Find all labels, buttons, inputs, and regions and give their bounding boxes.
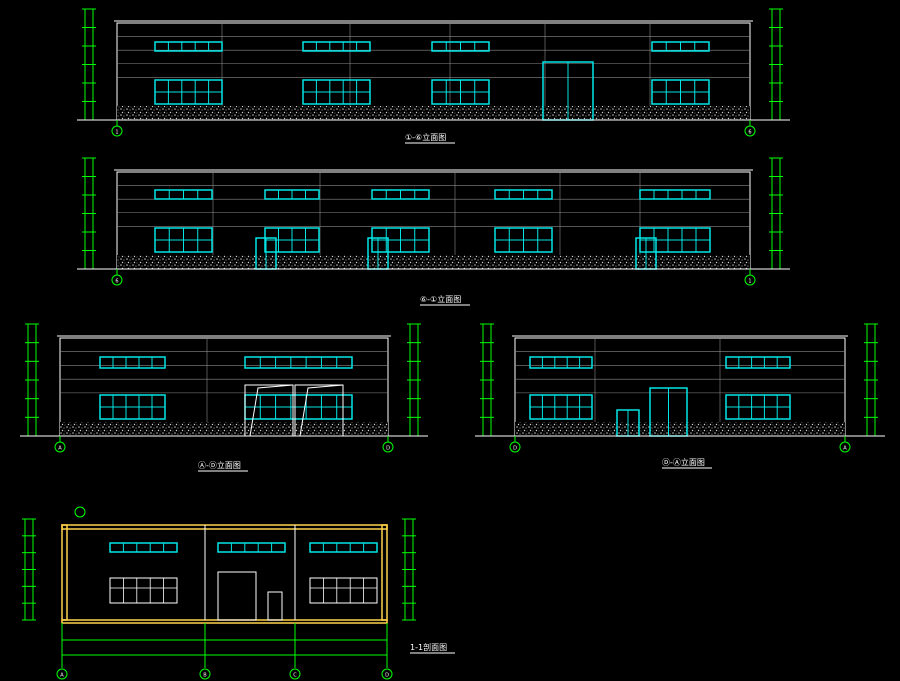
section-1-1: A B C D bbox=[22, 506, 455, 680]
section-high-window bbox=[309, 542, 378, 553]
upper-window bbox=[154, 41, 223, 52]
section-low-window bbox=[109, 577, 178, 604]
section-marker-circle bbox=[74, 506, 86, 518]
door-swing bbox=[249, 384, 294, 437]
section-door bbox=[217, 571, 257, 621]
grid-bubble-start-label: D bbox=[513, 446, 517, 452]
grid-bubble-end-circle bbox=[744, 274, 756, 286]
grid-bubble-start-label: A bbox=[58, 446, 62, 452]
section-grid-bubble-circle bbox=[289, 668, 301, 680]
grid-bubble-end-label: D bbox=[386, 446, 390, 452]
grid-bubble-start-circle bbox=[509, 441, 521, 453]
section-small-door bbox=[267, 591, 283, 621]
view-title-elevation-1-6: ①-⑥立面图 bbox=[405, 132, 446, 142]
gravel-base bbox=[117, 106, 750, 120]
section-grid-bubble-circle bbox=[381, 668, 393, 680]
big-door bbox=[294, 384, 344, 437]
grid-bubble-start-label: 6 bbox=[115, 279, 118, 285]
section-grid-bubble-label: B bbox=[203, 673, 207, 679]
view-title-elevation-d-a: Ⓓ-Ⓐ立面图 bbox=[662, 457, 705, 467]
left-wall-cut bbox=[61, 524, 68, 621]
gravel-base bbox=[515, 422, 845, 436]
section-grid-bubble-label: C bbox=[293, 673, 297, 679]
upper-window bbox=[99, 356, 166, 369]
section-grid-bubble-circle bbox=[56, 668, 68, 680]
view-title-section-1-1: 1-1剖面图 bbox=[410, 642, 447, 652]
grid-bubble-end-label: A bbox=[843, 446, 847, 452]
upper-window bbox=[639, 189, 711, 200]
right-wall-cut bbox=[381, 524, 388, 621]
grid-bubble-end-label: 6 bbox=[748, 130, 751, 136]
grid-bubble-end-label: 1 bbox=[748, 279, 751, 285]
view-title-elevation-6-1: ⑥-①立面图 bbox=[420, 294, 461, 304]
view-title-elevation-a-d: Ⓐ-Ⓓ立面图 bbox=[198, 460, 241, 470]
grid-bubble-start-circle bbox=[111, 274, 123, 286]
big-door bbox=[244, 384, 294, 437]
gravel-base bbox=[60, 422, 388, 436]
section-grid-bubble-label: D bbox=[385, 673, 389, 679]
section-high-window bbox=[109, 542, 178, 553]
door-swing bbox=[299, 384, 344, 437]
grid-bubble-end-circle bbox=[839, 441, 851, 453]
grid-bubble-start-circle bbox=[54, 441, 66, 453]
gravel-base bbox=[117, 255, 750, 269]
grid-bubble-start-label: 1 bbox=[115, 130, 118, 136]
grid-bubble-start-circle bbox=[111, 125, 123, 137]
section-grid-bubble-label: A bbox=[60, 673, 64, 679]
section-low-window bbox=[309, 577, 378, 604]
upper-window bbox=[529, 356, 593, 369]
grid-bubble-end-circle bbox=[744, 125, 756, 137]
upper-window bbox=[244, 356, 353, 369]
upper-window bbox=[725, 356, 791, 369]
upper-window bbox=[302, 41, 371, 52]
grid-bubble-end-circle bbox=[382, 441, 394, 453]
section-grid-bubble-circle bbox=[199, 668, 211, 680]
section-high-window bbox=[217, 542, 286, 553]
